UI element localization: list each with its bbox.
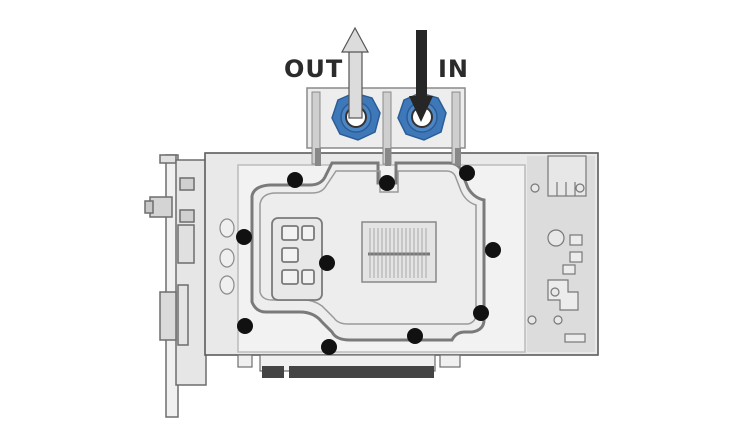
screw-dot bbox=[473, 305, 489, 321]
gpu-die-area bbox=[361, 221, 437, 283]
screw-dot bbox=[485, 242, 501, 258]
outlet-label: OUT bbox=[284, 55, 344, 83]
screw-dot bbox=[236, 229, 252, 245]
mounting-screws bbox=[236, 165, 501, 355]
vrm-area bbox=[271, 217, 323, 301]
screw-dot bbox=[237, 318, 253, 334]
up-arrow-icon bbox=[340, 26, 370, 119]
screw-dot bbox=[459, 165, 475, 181]
pcie-connector bbox=[237, 354, 461, 378]
screw-dot bbox=[407, 328, 423, 344]
screw-dot bbox=[319, 255, 335, 271]
down-arrow-icon bbox=[409, 30, 433, 122]
screw-dot bbox=[379, 175, 395, 191]
screw-dot bbox=[287, 172, 303, 188]
side-ports bbox=[219, 218, 235, 295]
inlet-label: IN bbox=[438, 55, 470, 83]
io-bracket bbox=[144, 154, 207, 418]
pcb-right-components bbox=[527, 155, 595, 352]
screw-dot bbox=[321, 339, 337, 355]
